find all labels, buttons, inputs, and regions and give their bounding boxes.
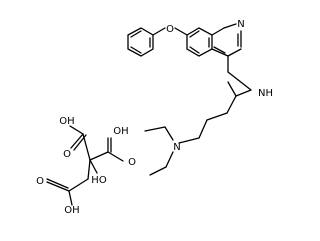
acid1-o-label: O (63, 149, 71, 160)
acid3-o-label: O (36, 176, 44, 187)
acid3-oh-label: OH (64, 205, 79, 216)
ether-oxygen-label: O (166, 24, 174, 35)
chemical-structure-diagram: O N NH N OH O OH O HO O OH (36, 19, 273, 216)
acid2-o-label: O (128, 157, 136, 168)
acid2-oh-label: OH (113, 126, 128, 137)
center-hydroxyl-label: HO (91, 175, 107, 186)
citric-acid-bonds (46, 125, 124, 206)
phenoxy-quinoline-molecule: O N NH N (127, 19, 273, 176)
citric-acid-molecule: OH O OH O HO O OH (36, 116, 136, 216)
tertiary-amine-n-label: N (173, 142, 180, 153)
bond-lines (127, 23, 252, 176)
acid1-oh-label: OH (59, 116, 74, 127)
amine-nh-label: NH (258, 88, 273, 99)
quinoline-nitrogen-label: N (237, 19, 244, 30)
